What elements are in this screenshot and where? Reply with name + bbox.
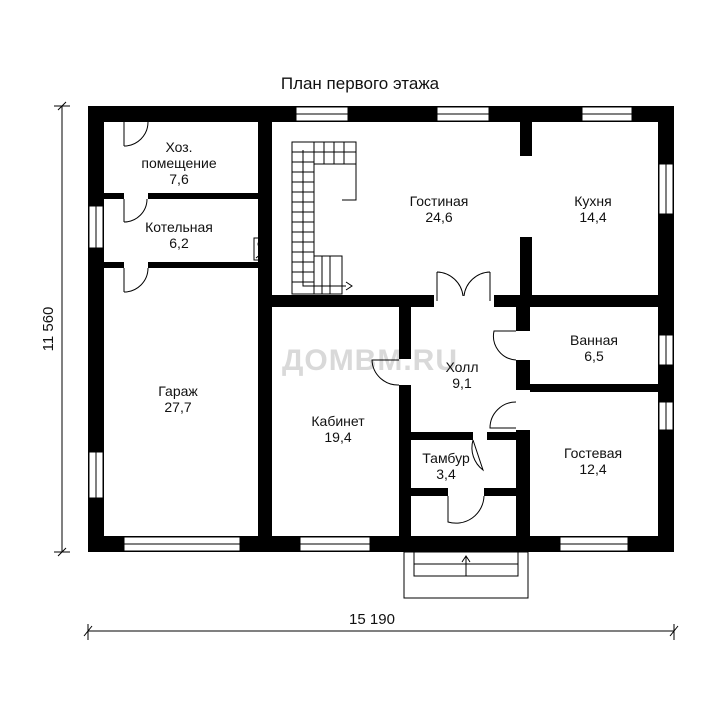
room-name: Холл	[446, 359, 479, 375]
room-name: Кухня	[574, 193, 611, 209]
fixtures	[253, 237, 657, 307]
dimension-lines: 15 190 11 560	[40, 101, 679, 640]
room-area: 19,4	[324, 429, 351, 445]
room-name: помещение	[141, 155, 216, 171]
room-kitchen: Кухня 14,4	[574, 193, 611, 225]
doors	[122, 121, 517, 524]
room-guest: Гостевая 12,4	[564, 445, 622, 477]
room-name: Кабинет	[311, 413, 365, 429]
room-name: Гараж	[158, 383, 198, 399]
room-area: 3,4	[436, 466, 456, 482]
room-garage: Гараж 27,7	[158, 383, 198, 415]
room-area: 12,4	[579, 461, 606, 477]
room-study: Кабинет 19,4	[311, 413, 365, 445]
room-area: 24,6	[425, 209, 452, 225]
room-boiler: Котельная 6,2	[145, 219, 213, 251]
room-name: Хоз.	[165, 139, 192, 155]
room-vestibule: Тамбур 3,4	[422, 450, 470, 482]
room-utility: Хоз. помещение 7,6	[141, 139, 216, 187]
room-name: Гостевая	[564, 445, 622, 461]
room-name: Ванная	[570, 332, 618, 348]
room-living: Гостиная 24,6	[410, 193, 469, 225]
watermark: ДОМВМ.RU	[282, 344, 458, 377]
width-dimension: 15 190	[349, 611, 395, 628]
room-name: Гостиная	[410, 193, 469, 209]
porch	[403, 551, 529, 599]
room-bath: Ванная 6,5	[570, 332, 618, 364]
room-name: Тамбур	[422, 450, 470, 466]
room-labels: Хоз. помещение 7,6 Котельная 6,2 Гараж 2…	[141, 139, 622, 482]
room-name: Котельная	[145, 219, 213, 235]
room-area: 6,2	[169, 235, 189, 251]
room-area: 14,4	[579, 209, 606, 225]
windows	[88, 106, 674, 552]
room-hall: Холл 9,1	[446, 359, 479, 391]
room-area: 27,7	[164, 399, 191, 415]
staircase	[291, 141, 357, 295]
room-area: 9,1	[452, 375, 472, 391]
room-area: 7,6	[169, 171, 189, 187]
interior-walls	[104, 122, 658, 552]
plan-title: План первого этажа	[280, 74, 440, 93]
room-area: 6,5	[584, 348, 604, 364]
height-dimension: 11 560	[40, 307, 57, 352]
